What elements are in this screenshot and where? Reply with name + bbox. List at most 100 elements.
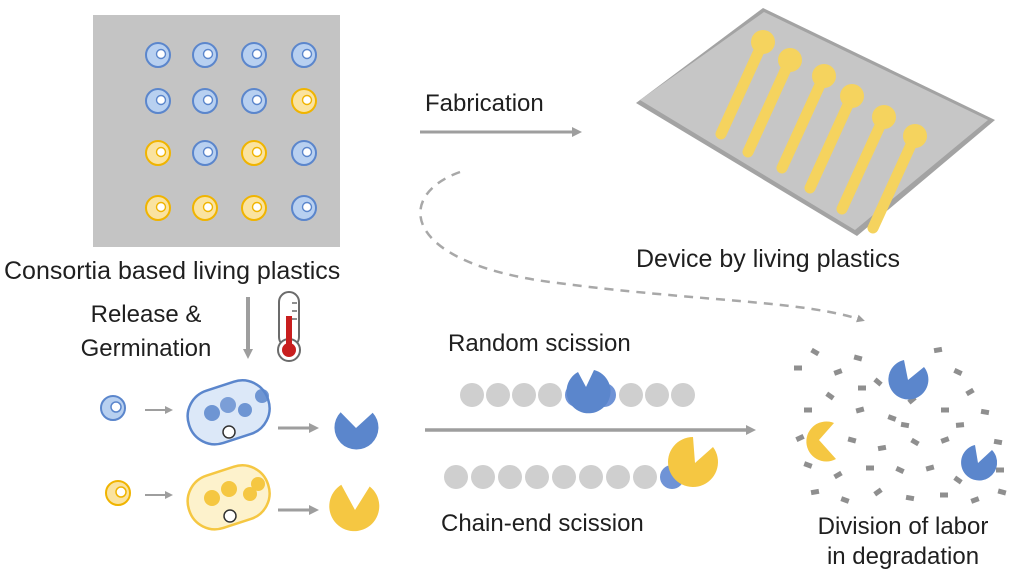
thermometer-icon [277, 291, 301, 362]
fragment [873, 487, 883, 497]
fragment [795, 434, 805, 442]
polymer-bead [460, 383, 484, 407]
polymer-bead [512, 383, 536, 407]
fragment [940, 492, 948, 498]
fragment [900, 421, 910, 429]
random-scission-chain [460, 383, 695, 407]
blue-spore [291, 42, 317, 68]
blue-spore [145, 42, 171, 68]
fragment [810, 347, 820, 357]
polymer-bead [538, 383, 562, 407]
division-label-line-1: Division of labor [817, 513, 989, 540]
fabrication-label: Fabrication [425, 90, 544, 117]
blue-spore [291, 195, 317, 221]
fragment [840, 496, 850, 504]
blue-cell [186, 379, 271, 446]
fragment [866, 465, 874, 471]
polymer-bead [486, 383, 510, 407]
fragment [997, 488, 1007, 496]
fragment [955, 422, 965, 428]
fragment [910, 437, 920, 447]
polymer-bead [579, 465, 603, 489]
polymer-bead [525, 465, 549, 489]
fragment [794, 365, 802, 371]
division-of-labor-label: Division of labor in degradation [782, 512, 1024, 572]
electrode [836, 105, 896, 215]
chain-end-scission-label: Chain-end scission [441, 510, 644, 537]
blue-enzyme [334, 412, 379, 450]
fragment [980, 408, 990, 416]
fragment [895, 466, 905, 474]
consortia-label: Consortia based living plastics [4, 257, 341, 285]
fragment [965, 387, 975, 397]
yellow-spore [291, 88, 317, 114]
electrode [804, 84, 864, 194]
blue-spore [241, 42, 267, 68]
fragment [825, 391, 835, 401]
random-scission-label: Random scission [448, 330, 631, 357]
fragment [970, 496, 980, 504]
degrading-blue-enzyme-1 [888, 360, 929, 400]
fragment [804, 407, 812, 413]
blue-spore [192, 42, 218, 68]
fragment [853, 354, 863, 362]
release-label-line-1: Release & [90, 301, 202, 328]
yellow-spore-small [105, 480, 131, 506]
blue-spore-pathway [100, 379, 379, 450]
blue-spore [291, 140, 317, 166]
fragment [887, 414, 897, 422]
chain-end-scission-chain [444, 465, 684, 489]
fragment [905, 494, 915, 502]
polymer-bead [606, 465, 630, 489]
blue-spore-small [100, 395, 126, 421]
polymer-bead [645, 383, 669, 407]
degrading-yellow-enzyme [806, 421, 836, 462]
yellow-spore [241, 195, 267, 221]
yellow-cell [186, 464, 271, 531]
random-scission-enzyme [566, 370, 611, 414]
device-panel [636, 8, 995, 236]
fragment [993, 438, 1003, 446]
fragment [877, 444, 887, 452]
yellow-enzyme [329, 484, 380, 532]
yellow-spore [241, 140, 267, 166]
polymer-bead [671, 383, 695, 407]
fragment [933, 346, 943, 354]
electrode [867, 124, 927, 234]
fragment [953, 368, 963, 376]
fragment [855, 406, 865, 414]
yellow-spore [145, 140, 171, 166]
polymer-bead [471, 465, 495, 489]
blue-spore [192, 88, 218, 114]
yellow-spore-pathway [105, 464, 380, 532]
yellow-spore [192, 195, 218, 221]
fragment [803, 461, 813, 469]
polymer-fragments [794, 346, 1007, 504]
fragment [953, 475, 963, 485]
fragment [996, 467, 1004, 473]
yellow-spore [145, 195, 171, 221]
electrode [776, 64, 836, 174]
electrode [715, 30, 775, 140]
polymer-bead [444, 465, 468, 489]
device-electrodes [715, 30, 927, 234]
fragment [873, 377, 883, 387]
fragment [940, 436, 950, 444]
dashed-curve-arrow [419, 170, 865, 323]
polymer-bead [619, 383, 643, 407]
release-label-line-2: Germination [80, 335, 212, 362]
polymer-bead [498, 465, 522, 489]
electrode [742, 48, 802, 158]
fragment [925, 464, 935, 472]
polymer-bead [552, 465, 576, 489]
release-germination-label: Release & Germination [55, 298, 237, 366]
chain-end-scission-enzyme [668, 437, 718, 487]
fragment [833, 470, 843, 480]
spore-grid [145, 42, 317, 221]
blue-spore [145, 88, 171, 114]
device-label: Device by living plastics [636, 245, 900, 273]
division-label-line-2: in degradation [826, 543, 980, 570]
fragment [810, 488, 820, 496]
